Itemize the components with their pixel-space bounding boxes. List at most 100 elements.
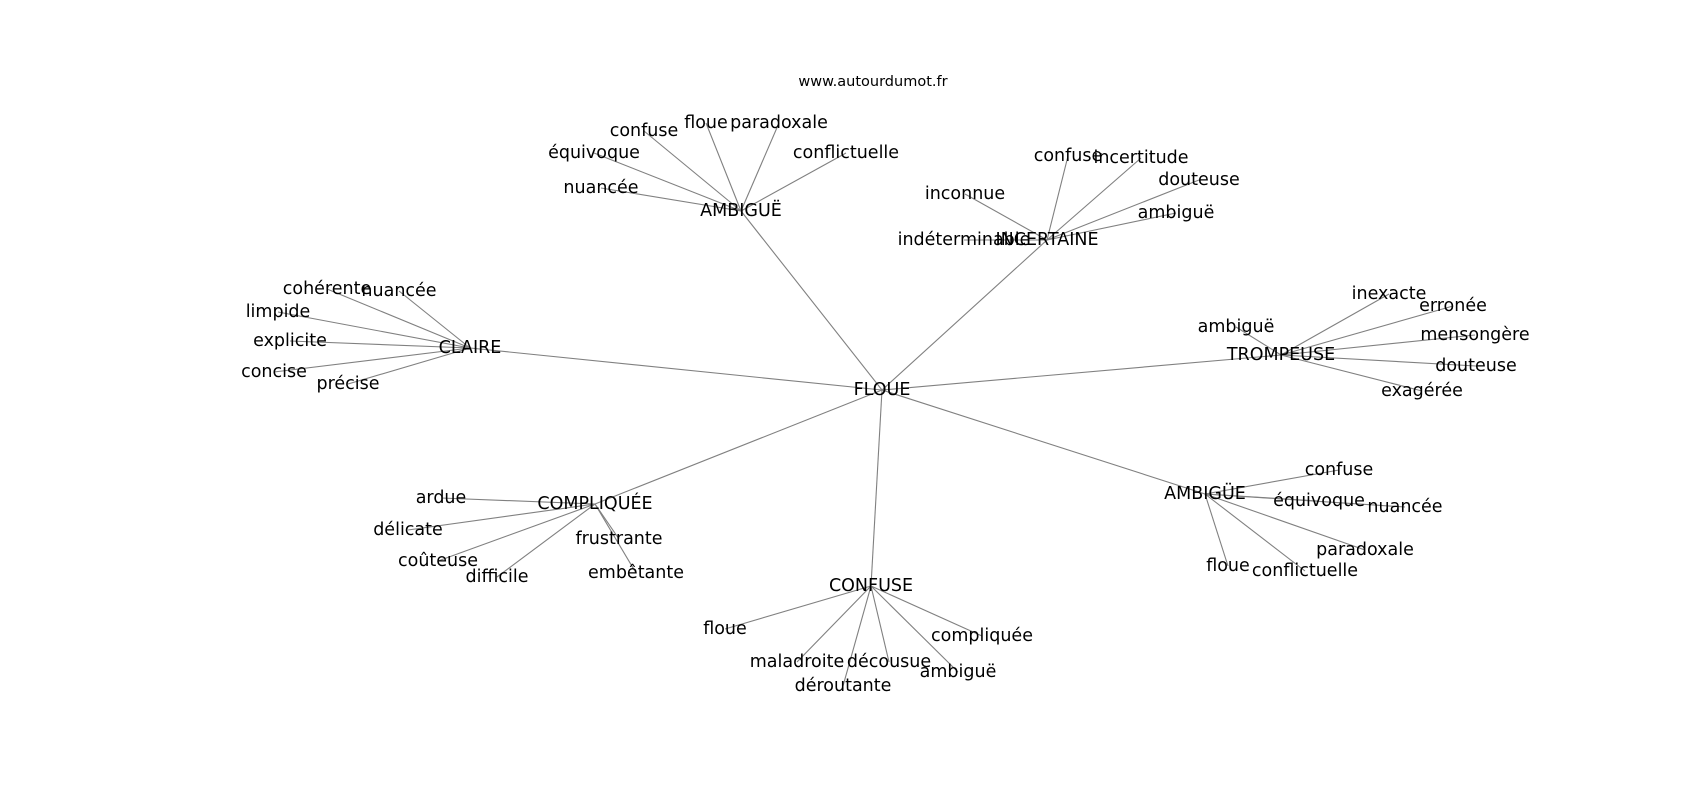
leaf-node-label: ambiguë [1138,203,1215,223]
leaf-node-label: floue [1206,556,1250,576]
edge-hub-to-leaf [496,503,596,578]
edge-hub-to-leaf [740,152,847,212]
leaf-node-label: équivoque [1273,491,1365,511]
edge-root-to-hub [469,347,883,391]
edge-hub-to-leaf [277,311,471,349]
edge-hub-to-leaf [724,585,872,630]
leaf-node-label: nuancée [361,281,436,301]
leaf-node-label: cohérente [283,279,371,299]
edge-hub-to-leaf [593,152,742,212]
edge-hub-to-leaf [643,130,742,212]
edge-root-to-hub [881,239,1048,391]
source-caption: www.autourdumot.fr [798,74,947,90]
edges [273,122,1477,687]
edge-root-to-hub [740,210,883,391]
edge-hub-to-leaf [1046,212,1177,241]
edge-hub-to-leaf [1280,293,1390,356]
leaf-node-label: floue [703,619,747,639]
edge-hub-to-leaf [1204,493,1306,572]
leaf-node-label: précise [316,374,379,394]
leaf-node-label: équivoque [548,143,640,163]
edge-hub-to-leaf [1204,493,1229,567]
edge-hub-to-leaf [705,122,742,212]
leaf-node-label: déroutante [795,676,892,696]
edge-hub-to-leaf [870,585,959,673]
leaf-node-label: douteuse [1435,356,1517,376]
edge-root-to-hub [881,354,1282,391]
edge-hub-to-leaf [1046,179,1200,241]
edge-hub-to-leaf [273,347,471,373]
leaf-node-label: erronée [1419,296,1487,316]
edge-hub-to-leaf [870,585,983,637]
edge-hub-to-leaf [600,187,742,212]
edge-hub-to-leaf [1280,354,1423,392]
edge-hub-to-leaf [437,503,596,562]
leaf-node-label: paradoxale [1316,540,1414,560]
leaf-node-label: ardue [416,488,467,508]
edge-hub-to-leaf [398,290,471,349]
leaf-node-label: indéterminable [898,230,1031,250]
edge-hub-to-leaf [842,585,872,687]
leaf-node-label: délicate [373,520,443,540]
hub-node-label: AMBIGÜE [1164,482,1246,504]
leaf-node-label: frustrante [575,529,662,549]
leaf-node-label: mensongère [1420,325,1529,345]
hub-node-label: TROMPEUSE [1226,345,1335,365]
leaf-node-label: ambiguë [1198,317,1275,337]
leaf-node-label: concise [241,362,307,382]
leaf-node-label: inexacte [1352,284,1427,304]
edge-root-to-hub [594,389,883,505]
edge-hub-to-leaf [289,340,471,349]
edge-hub-to-leaf [796,585,872,663]
edge-hub-to-leaf [326,288,471,349]
leaf-node-label: nuancée [1367,497,1442,517]
root-node-label: FLOUE [854,380,911,400]
leaf-node-label: difficile [465,567,528,587]
leaf-node-label: inconnue [925,184,1005,204]
edge-hub-to-leaf [407,503,596,531]
edge-hub-to-leaf [594,503,637,574]
edge-hub-to-leaf [1280,334,1476,356]
hub-node-label: INCERTAINE [995,230,1098,250]
edge-hub-to-leaf [1046,157,1142,241]
leaf-node-label: paradoxale [730,113,828,133]
leaf-node-label: maladroite [750,652,844,672]
leaf-node-label: embêtante [588,563,684,583]
edge-hub-to-leaf [740,122,780,212]
hub-node-label: AMBIGUË [700,200,782,221]
edge-hub-to-leaf [870,585,890,663]
leaf-node-label: décousue [847,652,931,672]
edge-hub-to-leaf [1046,155,1069,241]
leaf-node-label: explicite [253,331,327,351]
leaf-node-label: conflictuelle [793,143,899,163]
edge-hub-to-leaf [1280,354,1477,367]
hub-node-label: COMPLIQUÉE [537,492,652,514]
hub-node-label: CONFUSE [829,576,913,596]
edge-hub-to-leaf [1204,493,1366,551]
edge-hub-to-leaf [964,193,1048,241]
edge-root-to-hub [870,389,883,587]
leaf-node-label: incertitude [1093,148,1188,168]
leaf-node-label: coûteuse [398,551,478,571]
edge-hub-to-leaf [347,347,471,385]
leaf-node-label: limpide [246,302,311,322]
leaf-node-label: exagérée [1381,381,1463,401]
leaf-node-label: douteuse [1158,170,1240,190]
leaf-node-label: confuse [610,121,679,141]
leaf-node-label: floue [684,113,728,133]
leaf-node-label: conflictuelle [1252,561,1358,581]
leaf-node-label: confuse [1305,460,1374,480]
edge-hub-to-leaf [1235,326,1282,356]
leaf-node-label: confuse [1034,146,1103,166]
leaf-node-label: compliquée [931,626,1033,646]
leaf-node-label: ambiguë [920,662,997,682]
edge-root-to-hub [881,389,1206,495]
edge-hub-to-leaf [440,497,596,505]
hub-node-label: CLAIRE [439,338,502,358]
edge-hub-to-leaf [1280,305,1454,356]
edge-hub-to-leaf [1204,469,1340,495]
edge-hub-to-leaf [1204,493,1406,508]
leaf-node-label: nuancée [563,178,638,198]
